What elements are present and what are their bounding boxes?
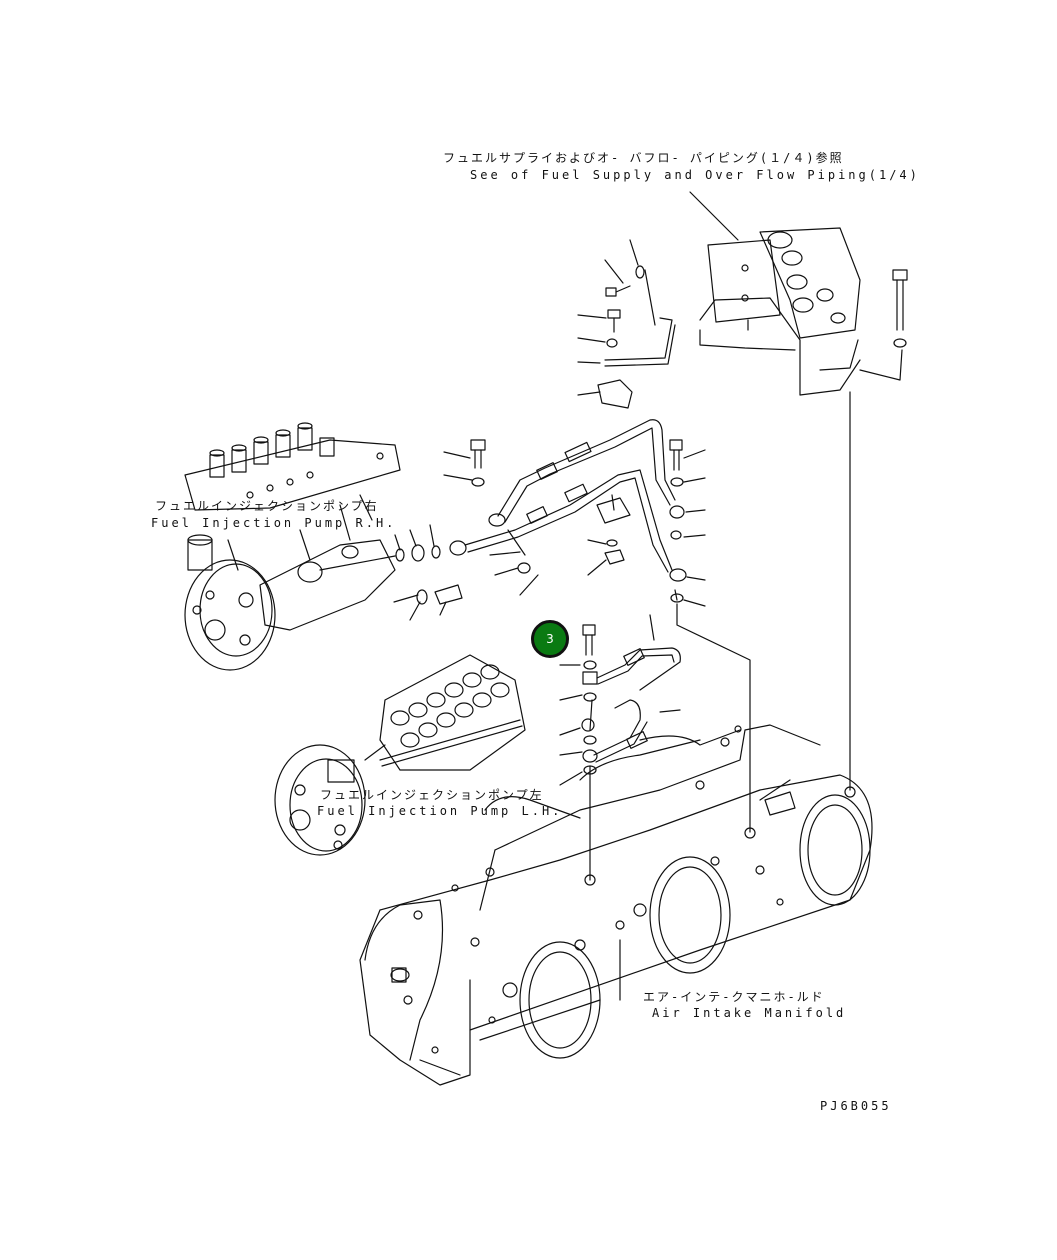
upper-bolts xyxy=(578,240,675,408)
tall-bolt-right xyxy=(860,270,907,380)
fuel-supply-reference-label-jp: フュエルサプライおよびオ- バフロ- パイピング(１/４)参照 xyxy=(443,151,844,165)
pump-rh-label-en: Fuel Injection Pump R.H. xyxy=(151,516,397,530)
lower-pipe-assembly xyxy=(560,615,680,785)
fuel-pipes xyxy=(450,420,675,572)
pump-rh-label-jp: フュエルインジェクションポンプ右 xyxy=(155,499,379,513)
manifold-label-en: Air Intake Manifold xyxy=(652,1006,847,1020)
reference-leader-line xyxy=(690,192,738,240)
fuel-injection-pump-rh xyxy=(185,423,400,670)
manifold-label-jp: エア-インテ-クマニホ-ルド xyxy=(643,990,825,1004)
air-intake-manifold xyxy=(360,725,872,1085)
filter-head-bracket xyxy=(700,228,860,395)
drawing-code: PJ6B055 xyxy=(820,1099,892,1113)
fuel-injection-pump-lh xyxy=(275,655,525,855)
part-callout-3[interactable]: 3 xyxy=(531,620,569,658)
pipe-small-parts xyxy=(394,440,624,620)
pump-lh-label-jp: フュエルインジェクションポンプ左 xyxy=(320,788,544,802)
pump-lh-label-en: Fuel Injection Pump L.H. xyxy=(317,804,563,818)
right-fasteners xyxy=(670,440,705,606)
manifold-leader-lines xyxy=(590,392,850,880)
fuel-supply-reference-label-en: See of Fuel Supply and Over Flow Piping(… xyxy=(470,168,920,182)
